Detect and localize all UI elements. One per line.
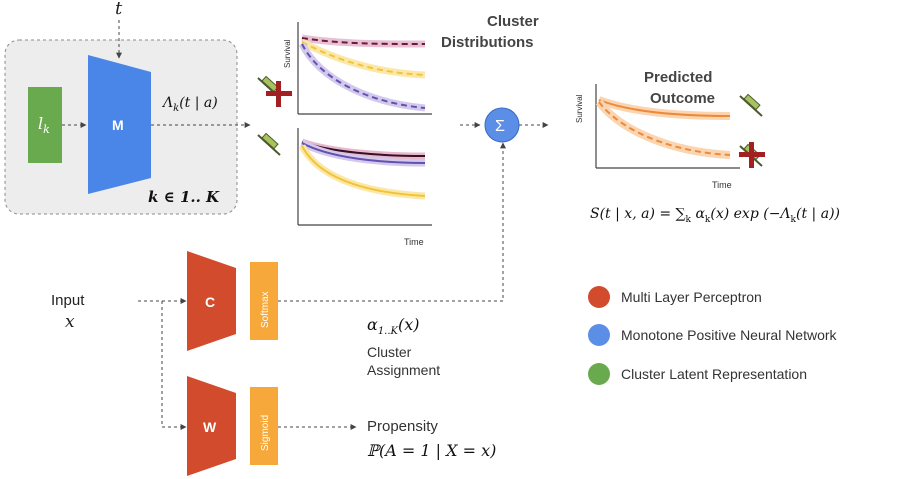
legend-mpnn-dot [588, 324, 610, 346]
cluster-plot-top: Survival [283, 22, 432, 115]
legend-mlp-dot [588, 286, 610, 308]
input-var: x [65, 312, 75, 332]
legend-mpnn-label: Monotone Positive Neural Network [621, 327, 838, 343]
sigmoid-block [250, 387, 278, 465]
predicted-plot: Survival Time [575, 84, 740, 190]
softmax-label: Softmax [260, 291, 271, 328]
cross-icon [266, 81, 292, 107]
lambda-label: Λk(t | a) [161, 95, 218, 114]
t-input: t [115, 0, 123, 19]
survival-axis-top: Survival [283, 39, 292, 68]
legend-mlp-label: Multi Layer Perceptron [621, 289, 762, 305]
c-block [187, 251, 236, 351]
c-to-sum-line [278, 142, 506, 302]
survival-equation: S(t | x, a) = ∑k αk(x) exp (−Λk(t | a)) [590, 206, 840, 225]
sum-symbol: Σ [495, 118, 505, 135]
syringe-control-icon [257, 132, 281, 156]
alpha-label: α1..K(x) [367, 315, 420, 337]
sigmoid-label: Sigmoid [260, 415, 271, 451]
w-label: W [203, 419, 217, 435]
legend-latent-dot [588, 363, 610, 385]
cluster-plot-bottom: Time [297, 128, 432, 247]
propensity-label: Propensity [367, 418, 438, 435]
input-label: Input [51, 292, 85, 309]
cluster-assignment-label: Cluster Assignment [367, 344, 440, 378]
legend-latent-label: Cluster Latent Representation [621, 366, 807, 382]
softmax-block [250, 262, 278, 340]
latent-block [28, 87, 62, 163]
outcome-cross-icon [739, 142, 765, 168]
propensity-formula: ℙ(A = 1 | X = x) [367, 441, 496, 460]
w-block [187, 376, 236, 476]
latent-label: lk [38, 114, 50, 136]
survival-axis-right: Survival [575, 94, 584, 123]
m-block [88, 55, 151, 194]
cluster-distributions-title: Cluster Distributions [441, 13, 543, 51]
legend: Multi Layer Perceptron Monotone Positive… [588, 286, 838, 385]
c-label: C [205, 294, 215, 310]
k-range: k ∈ 1.. K [148, 188, 220, 206]
predicted-outcome-title: Predicted Outcome [644, 69, 717, 107]
time-axis-right: Time [712, 180, 732, 190]
m-label: M [112, 117, 124, 133]
syringe-outcome-icon [739, 93, 763, 117]
time-axis-bottom: Time [404, 237, 424, 247]
